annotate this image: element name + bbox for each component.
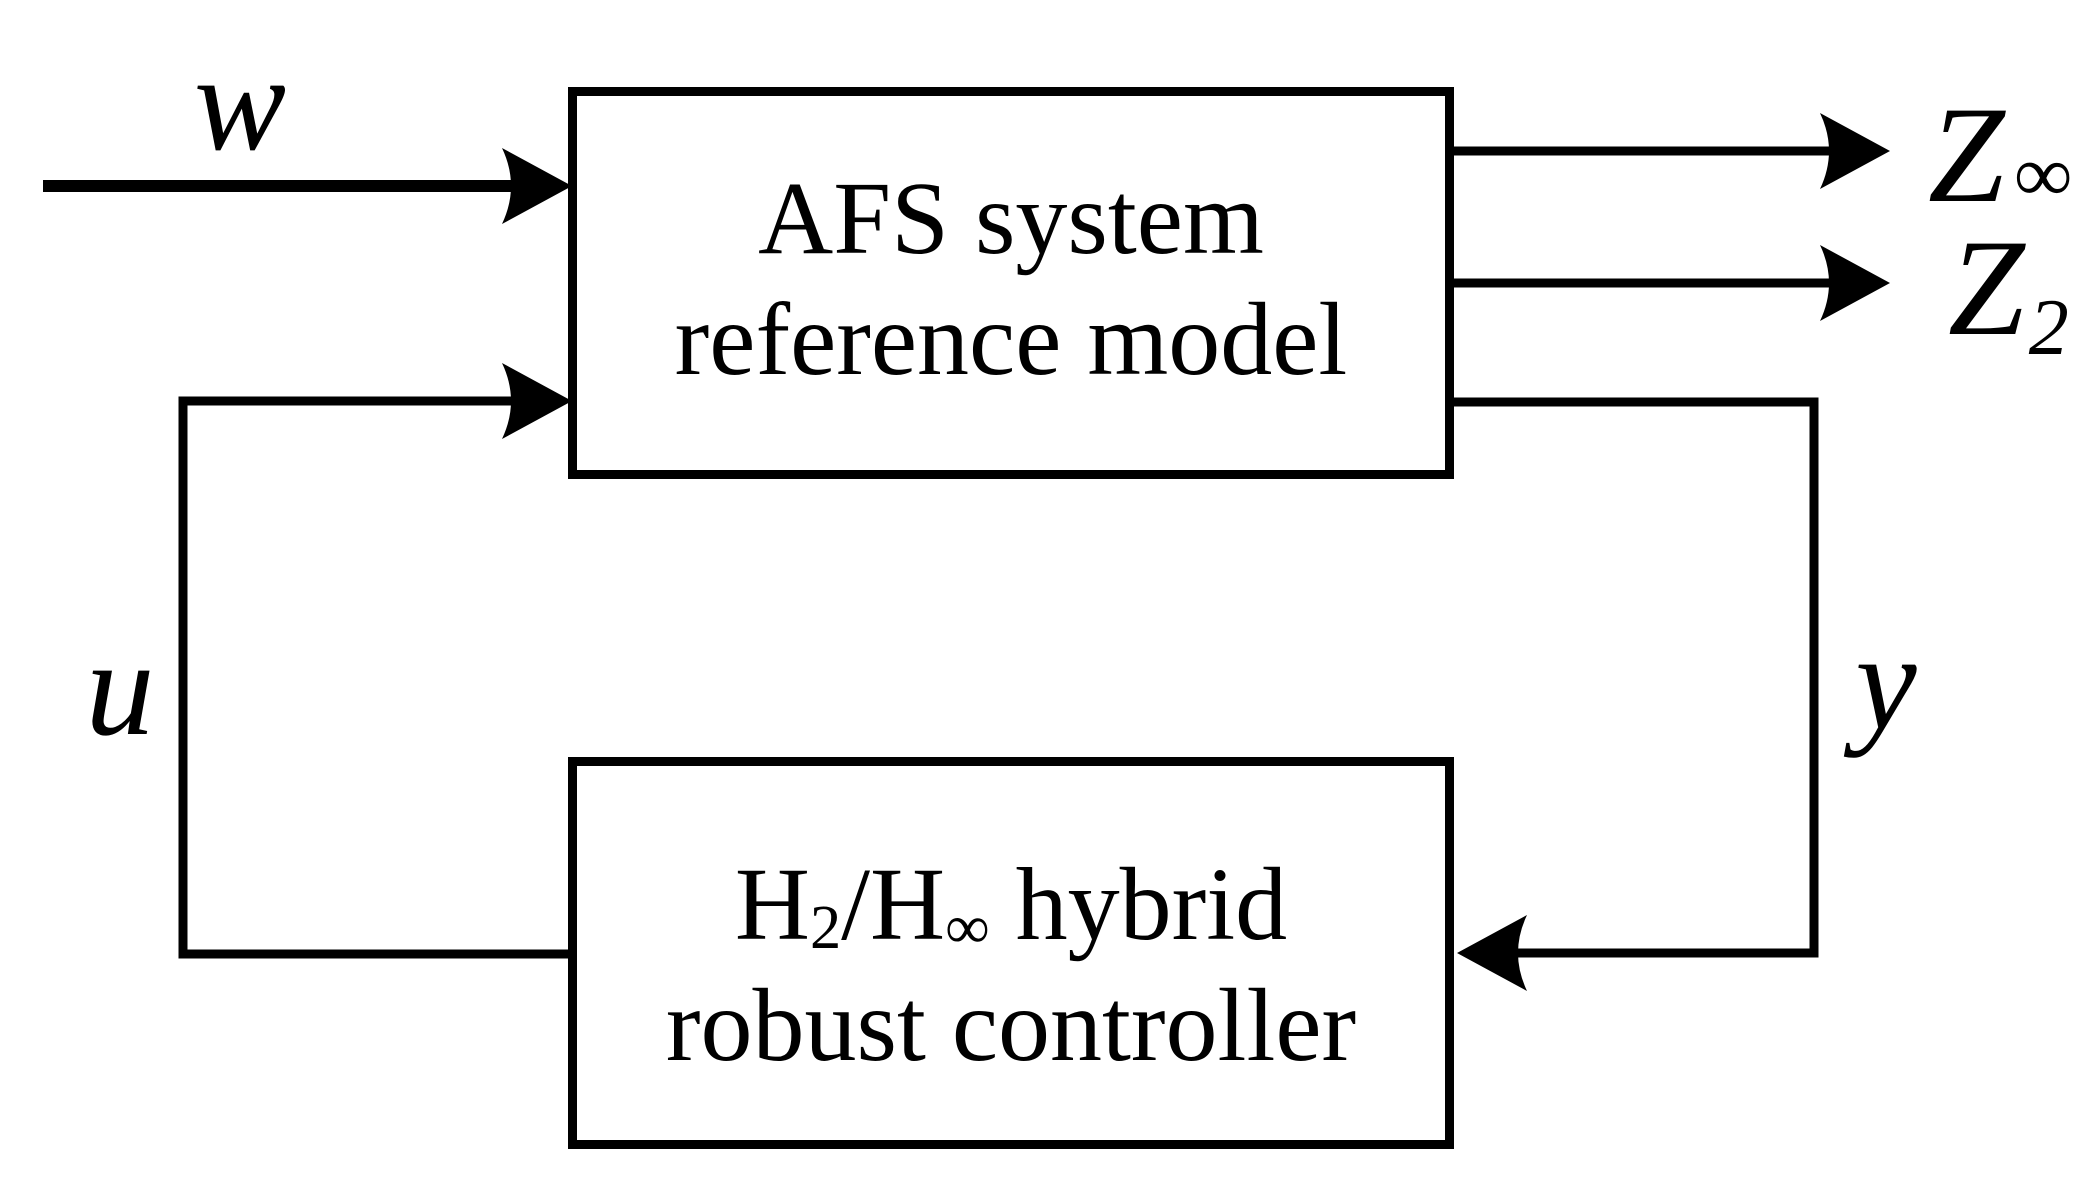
z-inf-output-arrowhead (1820, 113, 1890, 189)
afs-block-line2: reference model (674, 282, 1348, 397)
z-inf-label-subscript: ∞ (2014, 131, 2072, 219)
afs-reference-model-block: AFS system reference model (568, 87, 1454, 479)
y-label: y (1855, 605, 1917, 758)
z-inf-label: Z∞ (1928, 78, 2072, 231)
u-label: u (85, 611, 155, 764)
controller-block-line1: H2/H∞ hybrid (734, 847, 1288, 963)
z2-output-arrowhead (1820, 245, 1890, 321)
w-input-arrowhead (502, 148, 572, 224)
y-feedback-arrowhead (1457, 915, 1527, 991)
h-inf-subscript: ∞ (945, 893, 990, 963)
u-feedback-line (178, 396, 569, 959)
y-feedback-line (1454, 397, 1819, 958)
afs-block-line1: AFS system (758, 161, 1264, 277)
hybrid-robust-controller-block: H2/H∞ hybrid robust controller (568, 757, 1454, 1149)
z2-label: Z2 (1948, 211, 2069, 372)
h2-subscript: 2 (809, 893, 842, 963)
w-label: w (193, 26, 287, 179)
z2-label-subscript: 2 (2028, 284, 2069, 372)
u-feedback-arrowhead (502, 363, 572, 439)
controller-block-line2: robust controller (665, 968, 1357, 1083)
